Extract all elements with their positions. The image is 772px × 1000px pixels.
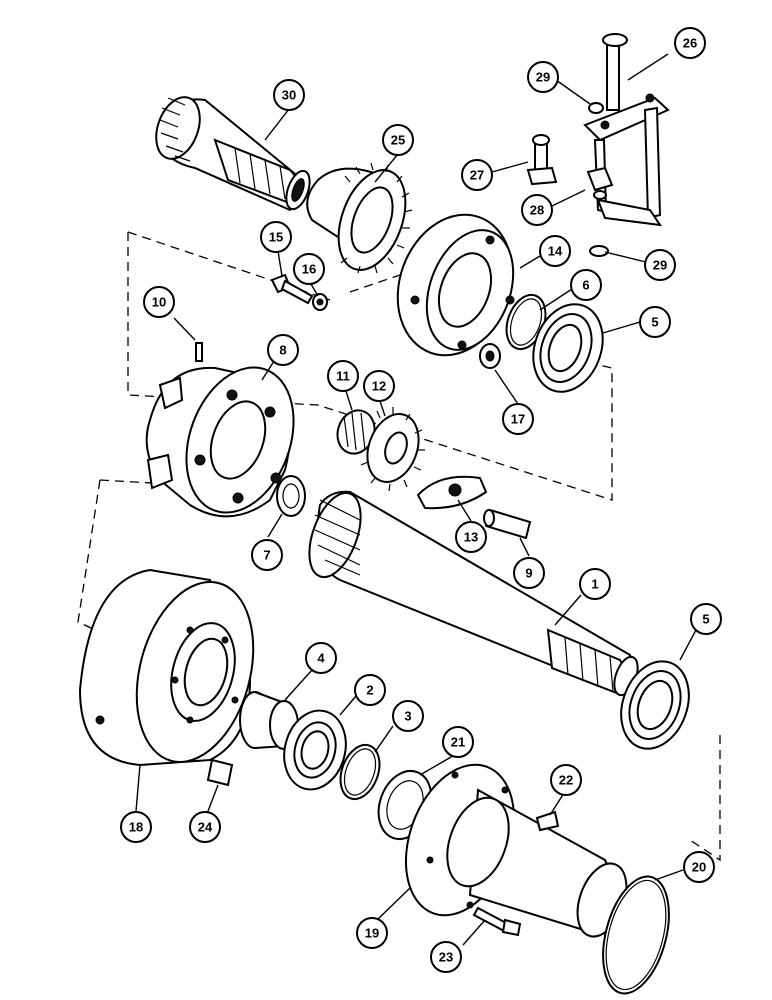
callout-21: 21 xyxy=(442,726,474,758)
svg-text:19: 19 xyxy=(365,926,379,941)
svg-text:10: 10 xyxy=(152,295,166,310)
svg-text:16: 16 xyxy=(302,262,316,277)
leader-lines xyxy=(135,53,697,946)
callout-6: 6 xyxy=(570,269,602,301)
callout-10: 10 xyxy=(143,286,175,318)
callout-17: 17 xyxy=(502,403,534,435)
svg-text:13: 13 xyxy=(464,530,478,545)
svg-text:14: 14 xyxy=(548,244,563,259)
callout-22: 22 xyxy=(550,764,582,796)
part-29-clip-lower xyxy=(589,245,609,257)
callout-16: 16 xyxy=(293,253,325,285)
svg-text:17: 17 xyxy=(511,412,525,427)
callout-19: 19 xyxy=(356,917,388,949)
callout-4: 4 xyxy=(305,642,337,674)
svg-text:1: 1 xyxy=(591,577,598,592)
svg-text:29: 29 xyxy=(653,258,667,273)
part-22-bolt xyxy=(535,810,560,832)
callout-5-lower: 5 xyxy=(690,603,722,635)
svg-text:8: 8 xyxy=(279,343,286,358)
callout-29-upper: 29 xyxy=(527,61,559,93)
part-3-snap-ring xyxy=(339,743,381,801)
callout-2: 2 xyxy=(354,674,386,706)
callout-28: 28 xyxy=(521,194,553,226)
part-9-pin xyxy=(483,508,532,540)
svg-text:3: 3 xyxy=(404,709,411,724)
svg-text:21: 21 xyxy=(451,735,465,750)
part-5-bearing-upper xyxy=(532,303,604,393)
part-12-gear xyxy=(360,407,425,492)
part-16-washer xyxy=(312,293,328,311)
part-30-splined-gear-shaft xyxy=(155,96,311,212)
callout-30: 30 xyxy=(273,79,305,111)
part-25-gear-hub xyxy=(306,162,413,274)
callout-3: 3 xyxy=(392,700,424,732)
callout-29-lower: 29 xyxy=(644,249,676,281)
svg-text:22: 22 xyxy=(559,773,573,788)
part-28-block xyxy=(586,166,614,200)
svg-text:25: 25 xyxy=(391,133,405,148)
part-20-o-ring xyxy=(602,875,670,995)
callout-27: 27 xyxy=(461,159,493,191)
svg-text:4: 4 xyxy=(317,651,325,666)
svg-text:12: 12 xyxy=(372,379,386,394)
callout-7: 7 xyxy=(251,539,283,571)
svg-text:29: 29 xyxy=(536,70,550,85)
part-2-bearing xyxy=(283,709,347,791)
svg-text:7: 7 xyxy=(263,548,270,563)
svg-text:28: 28 xyxy=(530,203,544,218)
callout-12: 12 xyxy=(363,370,395,402)
callout-25: 25 xyxy=(382,124,414,156)
callout-14: 14 xyxy=(539,235,571,267)
callout-11: 11 xyxy=(327,360,359,392)
svg-text:2: 2 xyxy=(366,683,373,698)
svg-text:20: 20 xyxy=(692,860,706,875)
callout-15: 15 xyxy=(260,221,292,253)
part-13-plate xyxy=(416,475,488,510)
svg-text:6: 6 xyxy=(582,278,589,293)
svg-text:26: 26 xyxy=(683,36,697,51)
part-5-bearing-lower xyxy=(620,660,690,750)
callout-26: 26 xyxy=(674,27,706,59)
part-27-pin xyxy=(526,134,558,186)
callout-23: 23 xyxy=(430,941,462,973)
svg-text:18: 18 xyxy=(129,820,143,835)
callout-1: 1 xyxy=(579,568,611,600)
svg-text:5: 5 xyxy=(702,612,709,627)
callout-5-upper: 5 xyxy=(639,306,671,338)
part-15-bolt xyxy=(270,273,314,305)
callout-13: 13 xyxy=(455,521,487,553)
svg-text:23: 23 xyxy=(439,950,453,965)
svg-text:11: 11 xyxy=(336,369,350,384)
svg-text:24: 24 xyxy=(198,820,213,835)
part-29-clip-upper xyxy=(588,102,604,114)
svg-text:9: 9 xyxy=(525,566,532,581)
part-14-flange-housing xyxy=(396,213,515,357)
part-17-bushing xyxy=(479,343,501,369)
part-26-shift-fork xyxy=(583,33,670,227)
svg-text:27: 27 xyxy=(470,168,484,183)
callout-20: 20 xyxy=(683,851,715,883)
part-10-roll-pin xyxy=(195,342,203,362)
svg-text:5: 5 xyxy=(651,315,658,330)
part-23-bolt xyxy=(472,906,522,937)
part-7-ring xyxy=(276,475,306,517)
svg-text:15: 15 xyxy=(269,230,283,245)
part-8-carrier xyxy=(145,366,295,518)
svg-text:30: 30 xyxy=(282,88,296,103)
dashed-group-upper xyxy=(127,231,613,501)
callout-18: 18 xyxy=(120,811,152,843)
callout-9: 9 xyxy=(513,557,545,589)
part-24-dowel xyxy=(206,758,234,787)
part-18-drum xyxy=(78,568,255,767)
callout-24: 24 xyxy=(189,811,221,843)
callout-8: 8 xyxy=(267,334,299,366)
part-19-output-housing xyxy=(404,763,628,938)
